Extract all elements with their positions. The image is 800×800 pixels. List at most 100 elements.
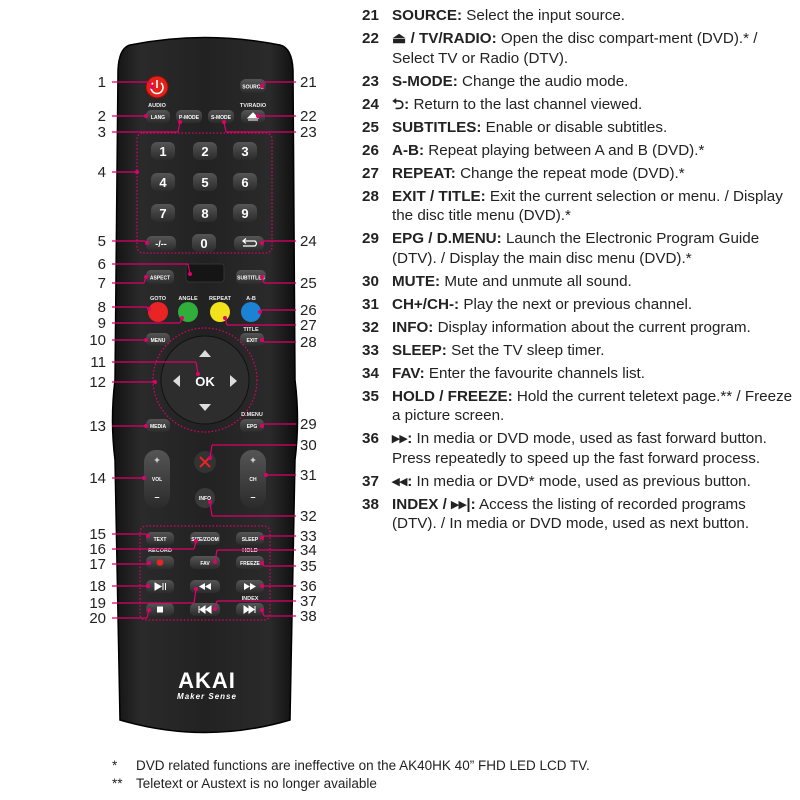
zero-button[interactable] — [192, 234, 216, 252]
callout-number: 3 — [98, 124, 106, 141]
callout-dot — [213, 560, 217, 564]
callout-dot — [180, 316, 184, 320]
callout-dot — [144, 114, 148, 118]
callout-dot — [260, 608, 264, 612]
legend-text: Enable or disable subtitles. — [485, 118, 668, 136]
legend-text: Exit the current selection or menu. / Di… — [392, 187, 783, 225]
callout-leader-line — [209, 444, 213, 459]
legend-key-name: EXIT / TITLE: — [392, 187, 486, 205]
callout-dot — [188, 272, 192, 276]
hold-freeze-button[interactable] — [236, 556, 264, 569]
digit-8-button[interactable] — [193, 204, 217, 222]
legend-number: 36 — [362, 430, 379, 447]
legend-text: Launch the Electronic Program Guide (DTV… — [392, 230, 760, 267]
epg-key-label: EPG — [247, 424, 258, 430]
callout-number: 13 — [89, 418, 106, 435]
channel-rocker[interactable] — [240, 450, 266, 508]
legend-number: 35 — [362, 387, 379, 405]
s-mode-button[interactable] — [208, 110, 234, 123]
exit-button[interactable] — [240, 333, 264, 346]
callout-dot — [260, 275, 264, 279]
sleep-button[interactable] — [236, 532, 264, 545]
callout-dot — [194, 587, 198, 591]
digit-3-button[interactable] — [233, 142, 257, 160]
aspect-button[interactable] — [146, 270, 174, 284]
callout-number: 25 — [300, 275, 317, 292]
callout-dot — [147, 561, 151, 565]
text-button[interactable] — [146, 532, 174, 545]
digit-key-label: 9 — [241, 206, 248, 221]
center-display-button[interactable] — [185, 263, 225, 283]
callout-dot — [196, 372, 200, 376]
repeat-label: REPEAT — [209, 296, 232, 302]
legend-text: Hold the current teletext page.** / Free… — [392, 387, 793, 425]
legend-number: 32 — [362, 318, 379, 336]
ok-button[interactable]: OK — [195, 374, 215, 389]
digit-9-button[interactable] — [233, 204, 257, 222]
menu-key-label: MENU — [151, 338, 166, 344]
callout-number: 22 — [300, 108, 317, 125]
callout-number: 29 — [300, 416, 317, 433]
vol-label: VOL — [152, 477, 162, 483]
callout-dot — [142, 476, 146, 480]
legend-description: ⏏ / TV/RADIO: Open the disc compart-ment… — [392, 29, 794, 68]
callout-number: 31 — [300, 467, 317, 484]
legend-text: Open the disc compart-ment (DVD).* / Sel… — [392, 30, 758, 67]
nav-up-button[interactable] — [199, 350, 211, 357]
ab-label: A-B — [246, 296, 256, 302]
exit-key-label: EXIT — [246, 338, 257, 344]
callout-number: 15 — [89, 526, 106, 543]
dmenu-label: D.MENU — [241, 412, 263, 418]
digit-1-button[interactable] — [151, 142, 175, 160]
legend-text: Play the next or previous channel. — [463, 295, 693, 313]
nav-right-button[interactable] — [230, 375, 237, 387]
menu-button[interactable] — [146, 333, 170, 346]
legend-key-name: ◂◂: — [392, 472, 413, 490]
footnote-1: * DVD related functions are ineffective … — [112, 757, 792, 775]
digit-key-label: 5 — [201, 175, 208, 190]
legend-description: INFO: Display information about the curr… — [392, 318, 794, 338]
callout-number: 38 — [300, 608, 317, 625]
callout-number: 23 — [300, 124, 317, 141]
return-icon — [241, 238, 258, 247]
nav-left-button[interactable] — [173, 375, 180, 387]
callout-dot — [208, 456, 212, 460]
callout-number: 27 — [300, 317, 317, 334]
volume-rocker[interactable] — [144, 450, 170, 508]
legend-text: Enter the favourite channels list. — [428, 364, 645, 382]
digit-4-button[interactable] — [151, 173, 175, 191]
media-button[interactable] — [146, 419, 170, 432]
dash-button[interactable] — [146, 236, 176, 251]
digit-6-button[interactable] — [233, 173, 257, 191]
epg-button[interactable] — [240, 419, 264, 432]
red-button[interactable] — [148, 302, 168, 322]
source-button[interactable] — [240, 79, 266, 93]
brand-logo: AKAI — [178, 668, 236, 693]
callout-dot — [260, 424, 264, 428]
blue-button[interactable] — [241, 302, 261, 322]
callout-leader-line — [214, 549, 218, 563]
legend-key-name: CH+/CH-: — [392, 295, 460, 313]
subtitles-button[interactable] — [236, 270, 266, 284]
yellow-button[interactable] — [210, 302, 230, 322]
digit-key-label: 3 — [241, 144, 248, 159]
hold-label: HOLD — [242, 548, 258, 554]
subtitles-key-label: SUBTITLES — [237, 276, 265, 282]
return-button[interactable] — [234, 236, 264, 251]
nav-down-button[interactable] — [199, 404, 211, 411]
digit-7-button[interactable] — [151, 204, 175, 222]
callout-leader-line — [195, 361, 199, 375]
fav-button[interactable] — [190, 556, 220, 569]
legend-description: FAV: Enter the favourite channels list. — [392, 364, 794, 384]
digit-5-button[interactable] — [193, 173, 217, 191]
digit-2-button[interactable] — [193, 142, 217, 160]
callout-dot — [146, 584, 150, 588]
p-mode-button[interactable] — [176, 110, 202, 123]
callout-number: 34 — [300, 542, 317, 559]
callout-dot — [222, 120, 226, 124]
lang-button[interactable] — [146, 110, 170, 123]
legend-key-name: EPG / D.MENU: — [392, 230, 502, 247]
